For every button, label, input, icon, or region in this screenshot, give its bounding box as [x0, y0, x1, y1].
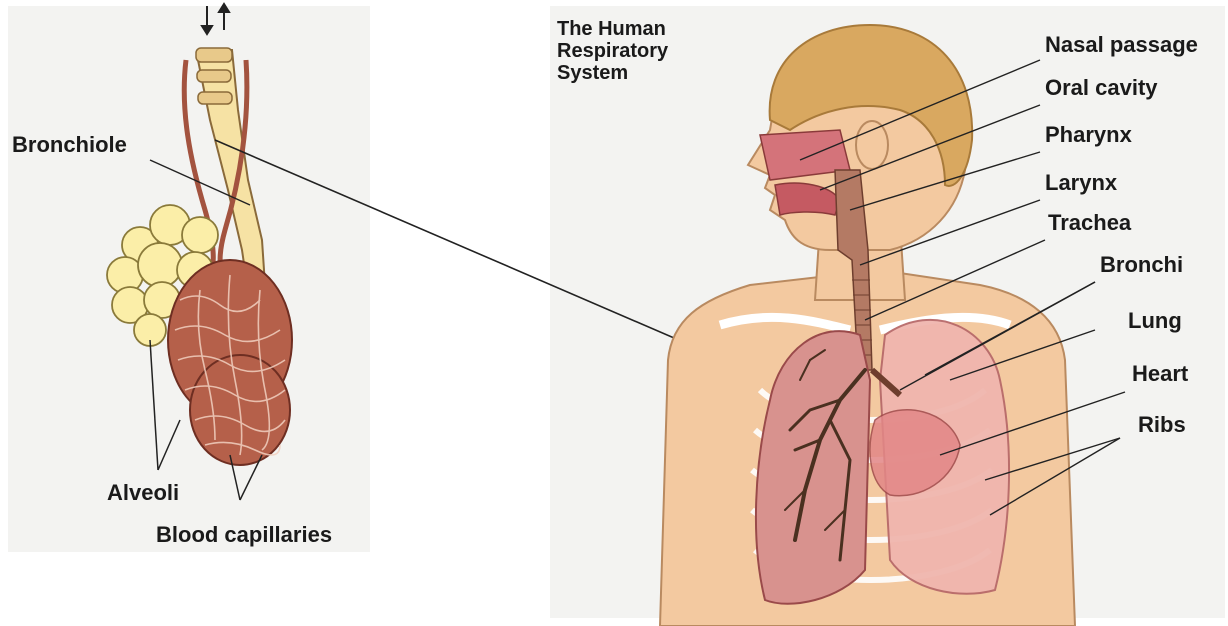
label-larynx: Larynx — [1045, 172, 1117, 194]
label-blood-capillaries: Blood capillaries — [156, 524, 332, 546]
label-lung: Lung — [1128, 310, 1182, 332]
airflow-arrows — [202, 4, 229, 34]
label-nasal-passage: Nasal passage — [1045, 34, 1198, 56]
diagram-title: The Human Respiratory System — [557, 18, 717, 84]
label-alveoli: Alveoli — [107, 482, 179, 504]
label-trachea: Trachea — [1048, 212, 1131, 234]
capillary-network — [168, 260, 292, 465]
label-heart: Heart — [1132, 363, 1188, 385]
label-bronchi: Bronchi — [1100, 254, 1183, 276]
label-ribs: Ribs — [1138, 414, 1186, 436]
label-oral-cavity: Oral cavity — [1045, 77, 1158, 99]
label-pharynx: Pharynx — [1045, 124, 1132, 146]
label-bronchiole: Bronchiole — [12, 134, 127, 156]
